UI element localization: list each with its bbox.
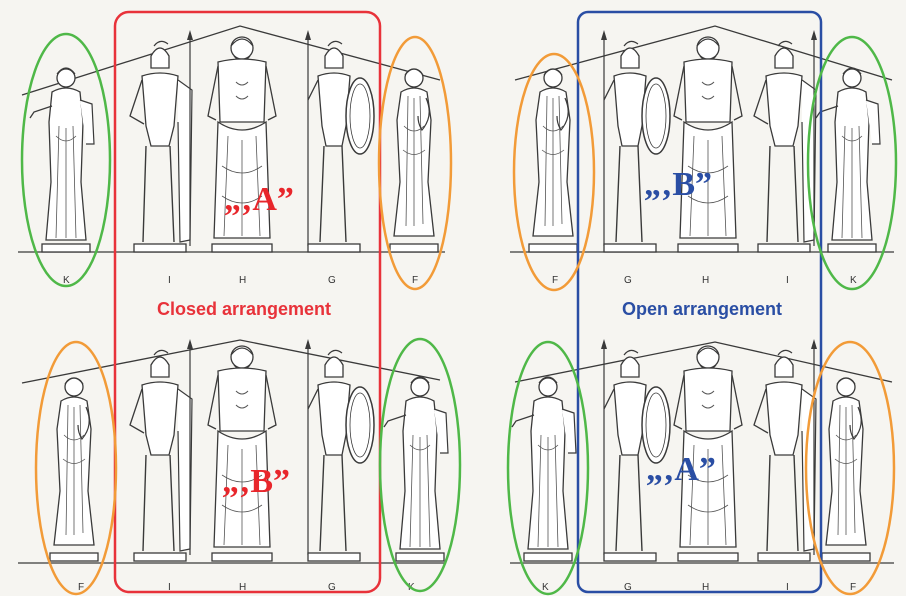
figure-label: K	[63, 275, 70, 286]
zeus-figure	[208, 346, 276, 561]
closed-arrangement-caption: Closed arrangement	[157, 299, 331, 319]
arrangement-letter: „‚B”	[222, 463, 290, 500]
zeus-figure	[208, 37, 276, 252]
figure-label: H	[702, 275, 709, 286]
figure-label: G	[624, 275, 632, 286]
open-arrangement-caption: Open arrangement	[622, 299, 782, 319]
figure-label: G	[328, 275, 336, 286]
figure-label: K	[542, 582, 549, 593]
figure-label: F	[412, 275, 418, 286]
figure-label: F	[850, 582, 856, 593]
figure-label: F	[552, 275, 558, 286]
figure-label: I	[786, 275, 789, 286]
arrangement-letter: „‚A”	[224, 181, 294, 218]
arrangement-letter: „‚B”	[644, 166, 712, 203]
zeus-figure	[674, 37, 742, 252]
figure-label: I	[168, 275, 171, 286]
figure-label: H	[239, 275, 246, 286]
figure-label: K	[850, 275, 857, 286]
arrangement-letter: „‚A”	[646, 451, 716, 488]
